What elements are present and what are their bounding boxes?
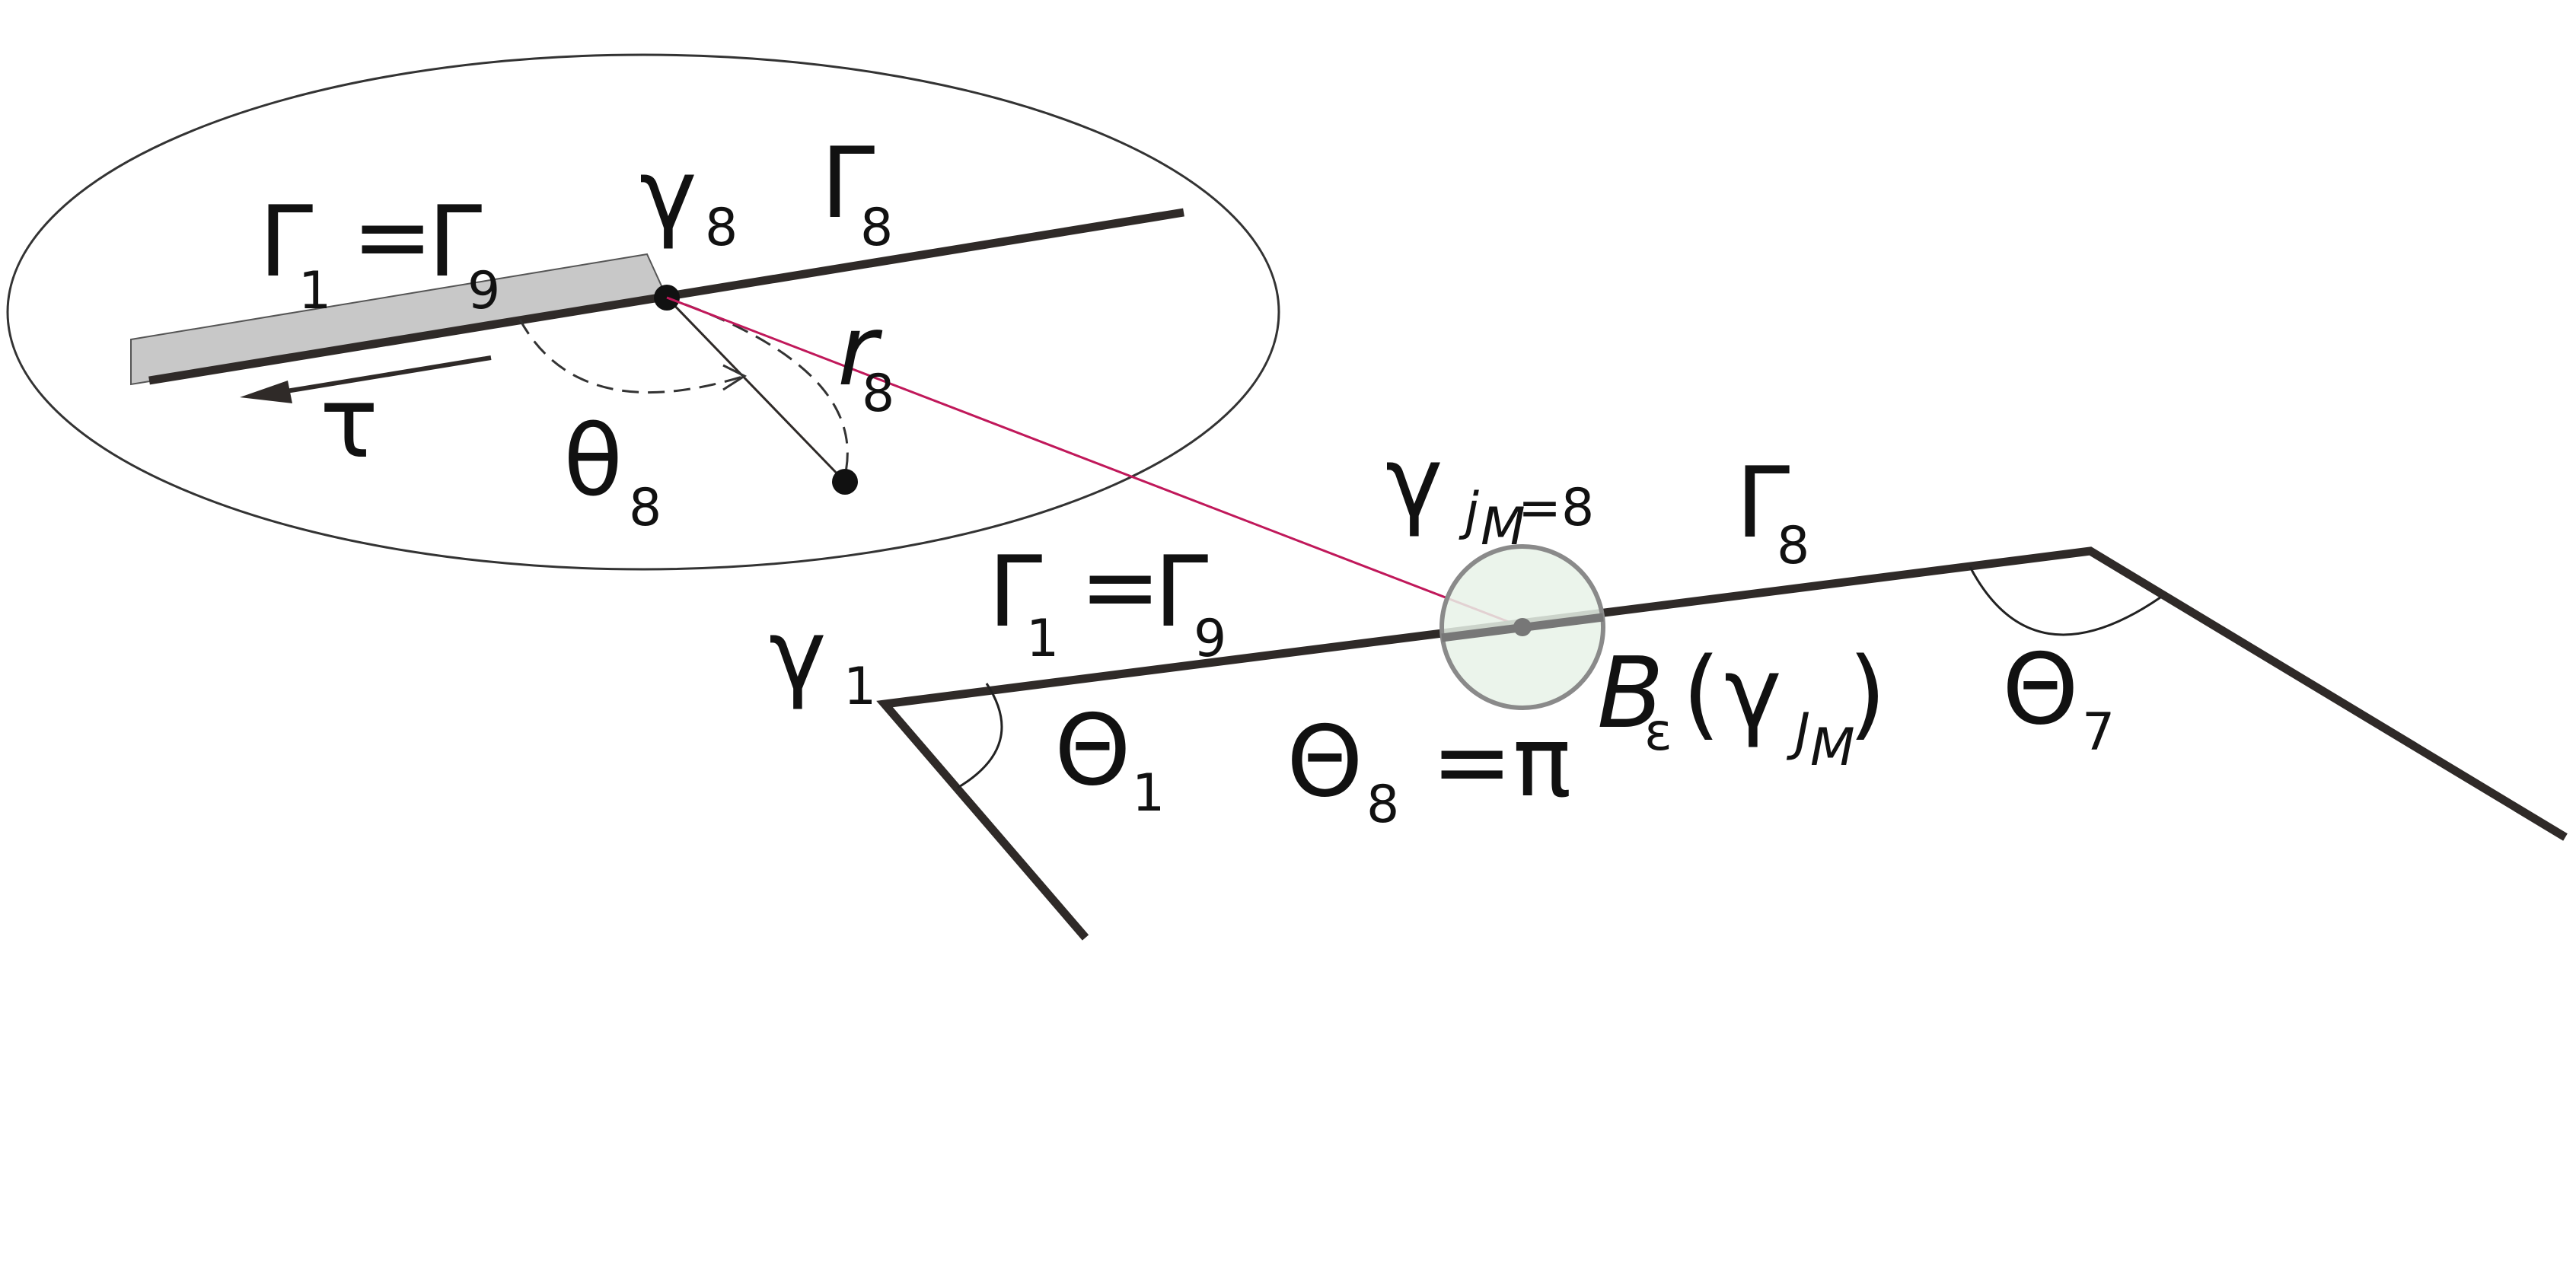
label-ball-gamma: γ: [1724, 637, 1782, 750]
tangent-arrow: [281, 355, 492, 394]
inset-label-gamma1: Γ: [259, 186, 313, 299]
label-ball-close: ): [1848, 637, 1886, 750]
label-edge8-sub: 8: [1777, 516, 1809, 576]
label-edge9: Γ: [1154, 536, 1208, 649]
zoom-connector-line: [666, 296, 1523, 629]
inset-label-vertex8: γ: [639, 139, 697, 252]
label-Theta8-eq: =π: [1431, 706, 1571, 819]
angle-arc-Theta1: [957, 683, 1003, 789]
label-ball-gamma-sub: J: [1786, 702, 1810, 763]
inset-label-tau: τ: [320, 367, 378, 480]
inset-label-gamma9-sub: 9: [467, 261, 500, 321]
label-vertex-jm-eq: =8: [1518, 478, 1594, 538]
tangent-arrowhead: [240, 381, 292, 403]
label-ball-sub: ε: [1644, 702, 1672, 763]
label-Theta1-sub: 1: [1132, 763, 1165, 823]
inset-label-theta8: θ: [563, 405, 623, 518]
label-vertex1-sub: 1: [843, 657, 876, 717]
label-Theta7: Θ: [2002, 633, 2079, 747]
inset-label-edge8-sub: 8: [860, 198, 893, 258]
label-vertex-jm-sub2: M: [1481, 497, 1526, 557]
inset-label-radius-sub: 8: [862, 364, 894, 424]
label-Theta7-sub: 7: [2082, 702, 2115, 763]
label-edge1-sub: 1: [1026, 609, 1059, 669]
label-Theta8-sub: 8: [1366, 775, 1399, 835]
dashed-arc-radius: [684, 303, 849, 476]
inset-label-eq: =: [352, 180, 433, 294]
label-edge1: Γ: [988, 536, 1042, 649]
label-vertex1: γ: [769, 599, 827, 712]
inset-label-gamma1-sub: 1: [298, 261, 331, 321]
label-edge8: Γ: [1736, 447, 1790, 560]
label-ball-open: (: [1682, 637, 1720, 750]
angle-arc-Theta7: [1969, 566, 2161, 636]
label-edge9-sub: 9: [1194, 609, 1226, 669]
inset-label-edge8: Γ: [821, 127, 875, 241]
label-vertex-jm: γ: [1385, 426, 1443, 540]
angle-arc-theta: [518, 319, 743, 394]
angle-arc-arrowhead: [722, 364, 748, 391]
label-Theta1: Θ: [1054, 694, 1131, 808]
label-ball-gamma-sub2: M: [1810, 718, 1855, 778]
inset-ellipse: [6, 53, 1280, 571]
inset-label-theta8-sub: 8: [629, 478, 662, 538]
radius-end-point: [832, 469, 858, 495]
inset-label-vertex8-sub: 8: [705, 198, 738, 258]
vertex-gammaJM-point: [1513, 618, 1532, 636]
radius-segment: [665, 296, 846, 483]
inset-label-gamma9: Γ: [428, 186, 482, 299]
label-ball-B: B: [1597, 637, 1664, 750]
label-edge-eq: =: [1079, 530, 1161, 644]
inset-label-radius: r: [837, 295, 883, 408]
label-Theta8: Θ: [1286, 706, 1363, 819]
label-vertex-jm-sub: j: [1459, 482, 1479, 542]
